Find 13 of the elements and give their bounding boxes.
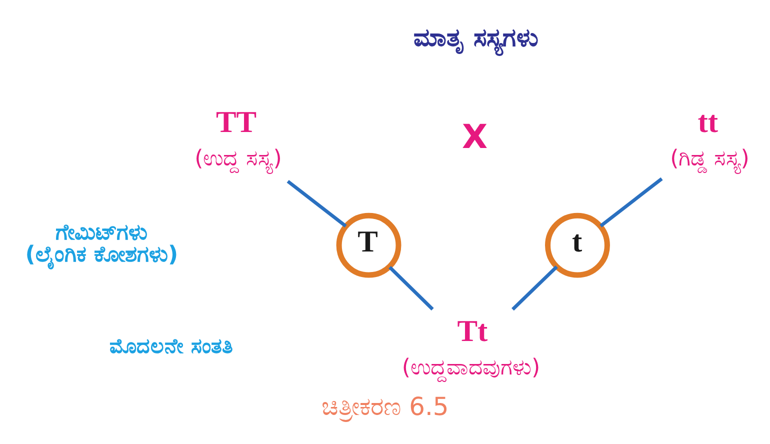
label: ಗೇಮಿಟ್‌ಗಳು (ಲೈಂಗಿಕ ಕೋಶಗಳು) — [25, 219, 178, 268]
connector — [286, 179, 347, 227]
connector — [388, 266, 434, 310]
node-text: Tt (ಉದ್ದವಾದವುಗಳು) — [402, 313, 540, 380]
connector — [512, 265, 558, 310]
label: X — [462, 116, 488, 156]
caption: ಚಿತ್ರೀಕರಣ 6.5 — [321, 392, 449, 421]
node-text: TT (ಉದ್ದ ಸಸ್ಯ) — [194, 104, 282, 172]
connector — [600, 176, 663, 227]
node-text: tt (ಗಿಡ್ಡ ಸಸ್ಯ) — [670, 104, 750, 172]
label: ಮೊದಲನೇ ಸಂತತಿ — [110, 334, 233, 358]
node-circle: t — [545, 212, 610, 278]
node-circle: T — [336, 212, 402, 278]
